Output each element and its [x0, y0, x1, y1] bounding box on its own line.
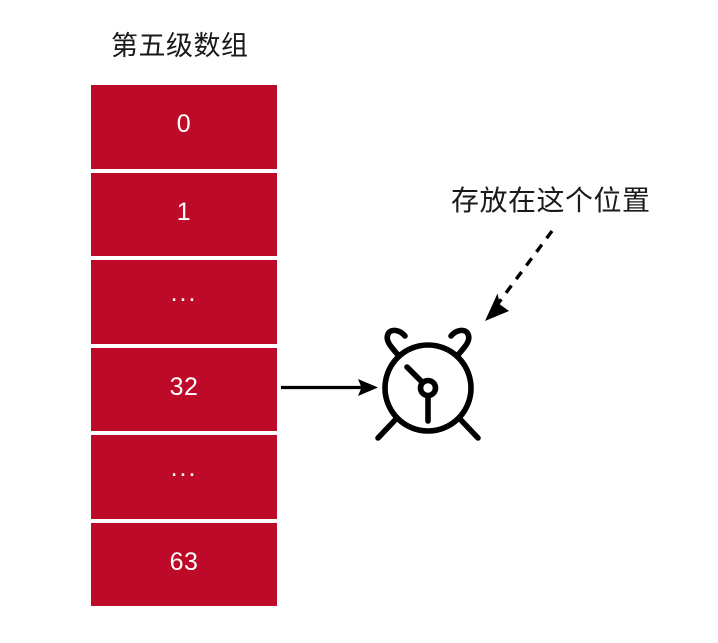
solid-arrow-icon [281, 379, 378, 396]
array-cell-label: 63 [169, 547, 199, 576]
clock-bell-left [384, 327, 408, 359]
array-cell-label: 1 [176, 197, 192, 226]
array-cell-label: 0 [176, 110, 192, 139]
array-cell-label: 32 [169, 372, 199, 401]
array-cell-32[interactable]: 32 [91, 347, 277, 431]
clock-center-hub [417, 377, 439, 399]
solid-arrow-head [358, 379, 378, 396]
array-cell-0[interactable]: 0 [91, 85, 277, 169]
annotation-label: 存放在这个位置 [451, 185, 651, 216]
array-column: 0 1 ... 32 ... 63 [91, 85, 277, 606]
clock-face [382, 342, 474, 434]
clock-bell-right [448, 327, 472, 359]
array-cell-label: ... [170, 279, 198, 308]
clock-hour-hand [404, 364, 431, 391]
array-cell-63[interactable]: 63 [91, 522, 277, 606]
clock-leg-left [375, 415, 400, 441]
array-cell-1[interactable]: 1 [91, 172, 277, 256]
array-cell-ellipsis-upper[interactable]: ... [91, 260, 277, 344]
dashed-arrow-icon [485, 229, 554, 321]
page-title: 第五级数组 [111, 31, 249, 61]
dashed-arrow-head [485, 293, 509, 321]
clock-leg-right [456, 415, 481, 441]
array-cell-ellipsis-lower[interactable]: ... [91, 435, 277, 519]
dashed-arrow-shaft [495, 229, 554, 307]
array-cell-label: ... [170, 454, 198, 483]
alarm-clock-icon [375, 327, 481, 441]
